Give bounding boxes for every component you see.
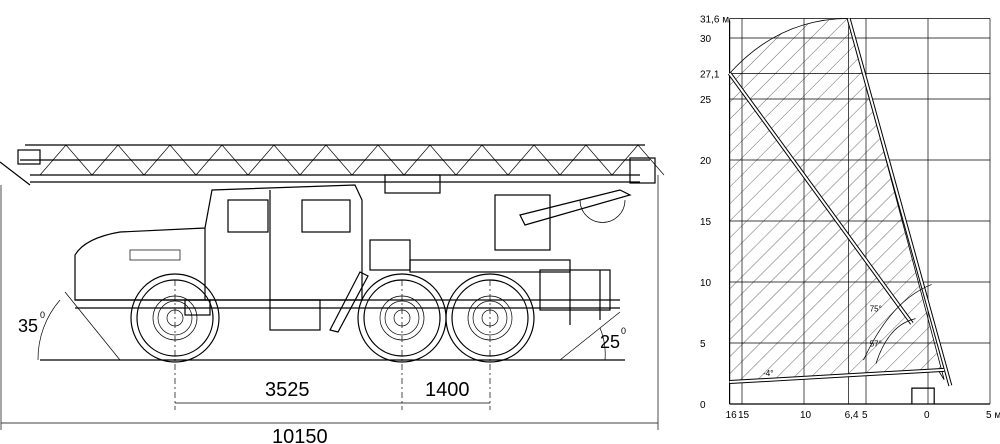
angle-rear-label: 25: [600, 332, 620, 352]
y-tick-label: 20: [700, 156, 712, 167]
y-tick-label: 30: [700, 34, 712, 45]
truck-drawing: 35 0 25 0 3525 1400 10150: [0, 144, 665, 444]
y-tick-label: 5: [700, 339, 706, 350]
dim-bogie: 1400: [425, 379, 470, 401]
x-tick-label: 5 м: [986, 410, 1000, 421]
angle-front-label: 35: [18, 316, 38, 336]
x-tick-label: 6,4: [845, 410, 859, 421]
y-tick-label: 10: [700, 278, 712, 289]
x-tick-label: 5: [862, 410, 868, 421]
working-area-hatch: [729, 18, 945, 383]
degree-mark: 0: [40, 310, 45, 320]
departure-angle-line: [559, 311, 621, 361]
y-tick-label: 15: [700, 217, 712, 228]
angle-annotation: 75°: [870, 304, 882, 313]
x-tick-label: 16: [726, 410, 738, 421]
x-tick-label: 15: [738, 410, 750, 421]
dim-wheelbase: 3525: [265, 379, 310, 401]
y-tick-label: 0: [700, 400, 706, 411]
departure-angle-arc: [599, 327, 606, 361]
angle-annotation: 57°: [870, 340, 882, 349]
approach-angle-line: [64, 291, 121, 361]
y-tick-label: 25: [700, 95, 712, 106]
x-tick-label: 10: [800, 410, 812, 421]
angle-annotation: -4°: [763, 369, 773, 378]
turntable-base: [911, 387, 935, 404]
x-tick-label: 0: [924, 410, 930, 421]
turntable-equipment: [369, 174, 632, 325]
approach-angle-arc: [37, 299, 61, 361]
y-tick-label: 27,1: [700, 69, 720, 80]
truck-cab: [74, 184, 620, 333]
ladder-truss: [0, 144, 665, 186]
dim-overall: 10150: [272, 426, 328, 444]
y-tick-label: 31,6 м: [700, 14, 729, 25]
degree-mark: 0: [621, 326, 626, 336]
